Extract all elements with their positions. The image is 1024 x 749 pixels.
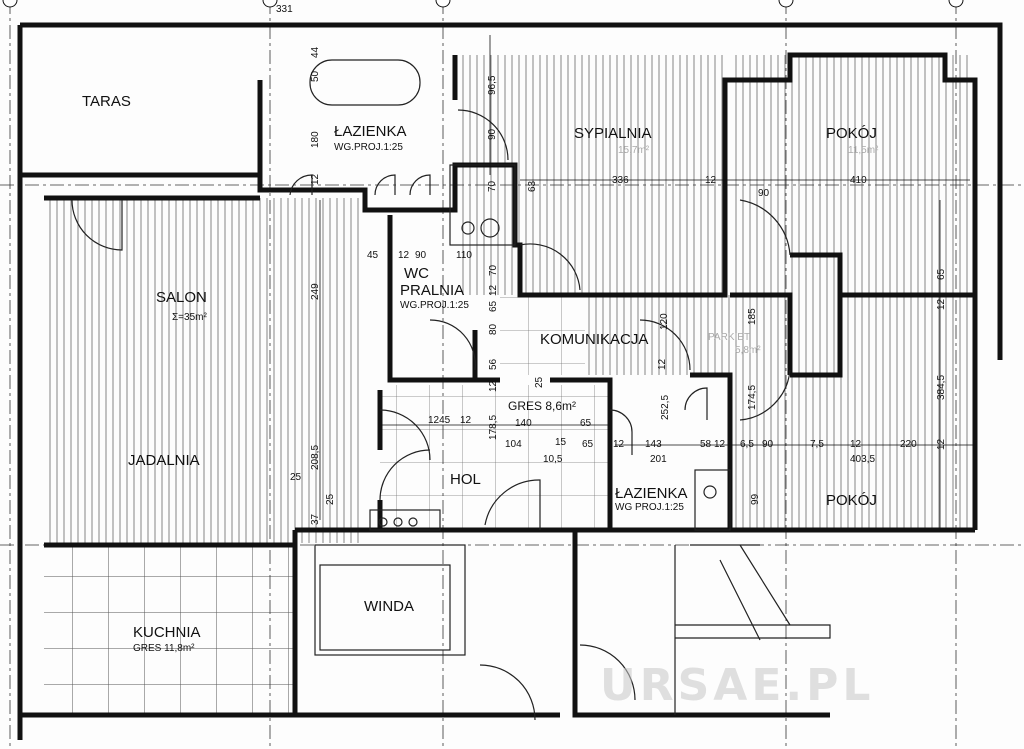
room-jadalnia: JADALNIA <box>128 452 200 469</box>
dim: 99 <box>750 493 761 505</box>
dim: 12 <box>657 358 668 370</box>
dim: 331 <box>276 4 293 15</box>
dim: 178,5 <box>488 415 499 440</box>
dim: 201 <box>650 454 667 465</box>
dim: 12 <box>613 439 625 450</box>
room-pokoj-top-area: 11,5m² <box>848 145 879 156</box>
watermark: URSAE.PL <box>600 660 874 711</box>
room-parkiet: PARKIET <box>708 332 750 343</box>
dim: 185 <box>747 308 758 325</box>
dim: 25 <box>325 493 336 505</box>
room-winda: WINDA <box>364 598 414 615</box>
dim: 70 <box>488 264 499 276</box>
dim: 58 <box>700 439 712 450</box>
dim: 12 <box>460 415 472 426</box>
dim: 63 <box>527 180 538 192</box>
dim: 12 <box>936 438 947 450</box>
dim: 15 <box>555 437 567 448</box>
dim: 90 <box>415 250 427 261</box>
dim: 410 <box>850 175 867 186</box>
dim: 180 <box>310 131 321 148</box>
dim: 65 <box>488 300 499 312</box>
dim: 12 <box>850 439 862 450</box>
dim: 336 <box>612 175 629 186</box>
dim: 90 <box>487 128 498 140</box>
dim: 65 <box>936 268 947 280</box>
dim: 12 <box>705 175 717 186</box>
room-wc: WC <box>404 265 429 282</box>
dim: 45 <box>367 250 379 261</box>
dim: 6,5 <box>740 439 754 450</box>
dim: 96,5 <box>487 75 498 95</box>
dim: 65 <box>580 418 592 429</box>
room-lazienka-top-note: WG.PROJ.1:25 <box>334 142 403 153</box>
dimension-lines <box>319 35 975 530</box>
walls <box>17 22 1003 740</box>
dim: 12 <box>488 380 499 392</box>
dim: 90 <box>758 188 770 199</box>
dim: 403,5 <box>850 454 875 465</box>
dim: 120 <box>659 313 670 330</box>
dim: 65 <box>582 439 594 450</box>
room-lazienka-bottom-note: WG PROJ.1:25 <box>615 502 684 513</box>
dim: 12 <box>310 173 321 185</box>
room-kuchnia: KUCHNIA <box>133 624 201 641</box>
dim: 12 <box>936 298 947 310</box>
dim: 1245 <box>428 415 451 426</box>
room-lazienka-top: ŁAZIENKA <box>334 123 407 140</box>
dim: 104 <box>505 439 522 450</box>
dim: 44 <box>310 46 321 58</box>
dim: 80 <box>488 323 499 335</box>
dim: 12 <box>714 439 726 450</box>
room-parkiet-area: 5,8m² <box>735 345 761 356</box>
room-salon: SALON <box>156 289 207 306</box>
dim: 37 <box>310 513 321 525</box>
room-labels: TARAS ŁAZIENKA WG.PROJ.1:25 SYPIALNIA 15… <box>82 93 879 654</box>
dim: 208,5 <box>310 445 321 470</box>
room-pokoj-bottom: POKÓJ <box>826 492 877 509</box>
room-gres-hol: GRES 8,6m² <box>508 399 576 413</box>
room-komunikacja: KOMUNIKACJA <box>540 331 648 348</box>
dim: 12 <box>398 250 410 261</box>
dim: 143 <box>645 439 662 450</box>
room-lazienka-bottom: ŁAZIENKA <box>615 485 688 502</box>
dim: 25 <box>290 472 302 483</box>
dim: 249 <box>310 283 321 300</box>
room-kuchnia-area: GRES 11,8m² <box>133 643 195 654</box>
dim: 252,5 <box>660 395 671 420</box>
dim: 10,5 <box>543 454 563 465</box>
dim: 56 <box>488 358 499 370</box>
room-sypialnia-area: 15,7m² <box>618 145 650 156</box>
dim: 50 <box>310 70 321 82</box>
floor-hatching <box>44 55 970 715</box>
dim: 220 <box>900 439 917 450</box>
dim: 70 <box>487 180 498 192</box>
thin-lines <box>71 59 831 721</box>
room-taras: TARAS <box>82 93 131 110</box>
dim: 174,5 <box>747 385 758 410</box>
room-pralnia: PRALNIA <box>400 282 464 299</box>
room-sypialnia: SYPIALNIA <box>574 125 652 142</box>
dim: 12 <box>488 284 499 296</box>
dim: 90 <box>762 439 774 450</box>
dimension-labels: 44 50 96,5 180 90 12 336 410 12 90 70 63… <box>276 4 947 525</box>
room-pralnia-note: WG.PROJ.1:25 <box>400 300 469 311</box>
room-pokoj-top: POKÓJ <box>826 125 877 142</box>
room-hol: HOL <box>450 471 481 488</box>
dim: 7,5 <box>810 439 824 450</box>
dim: 25 <box>534 376 545 388</box>
dim: 140 <box>515 418 532 429</box>
dim: 110 <box>456 250 472 261</box>
dim: 384,5 <box>936 375 947 400</box>
room-salon-area: Σ=35m² <box>172 312 207 323</box>
axis-markers <box>2 0 964 8</box>
